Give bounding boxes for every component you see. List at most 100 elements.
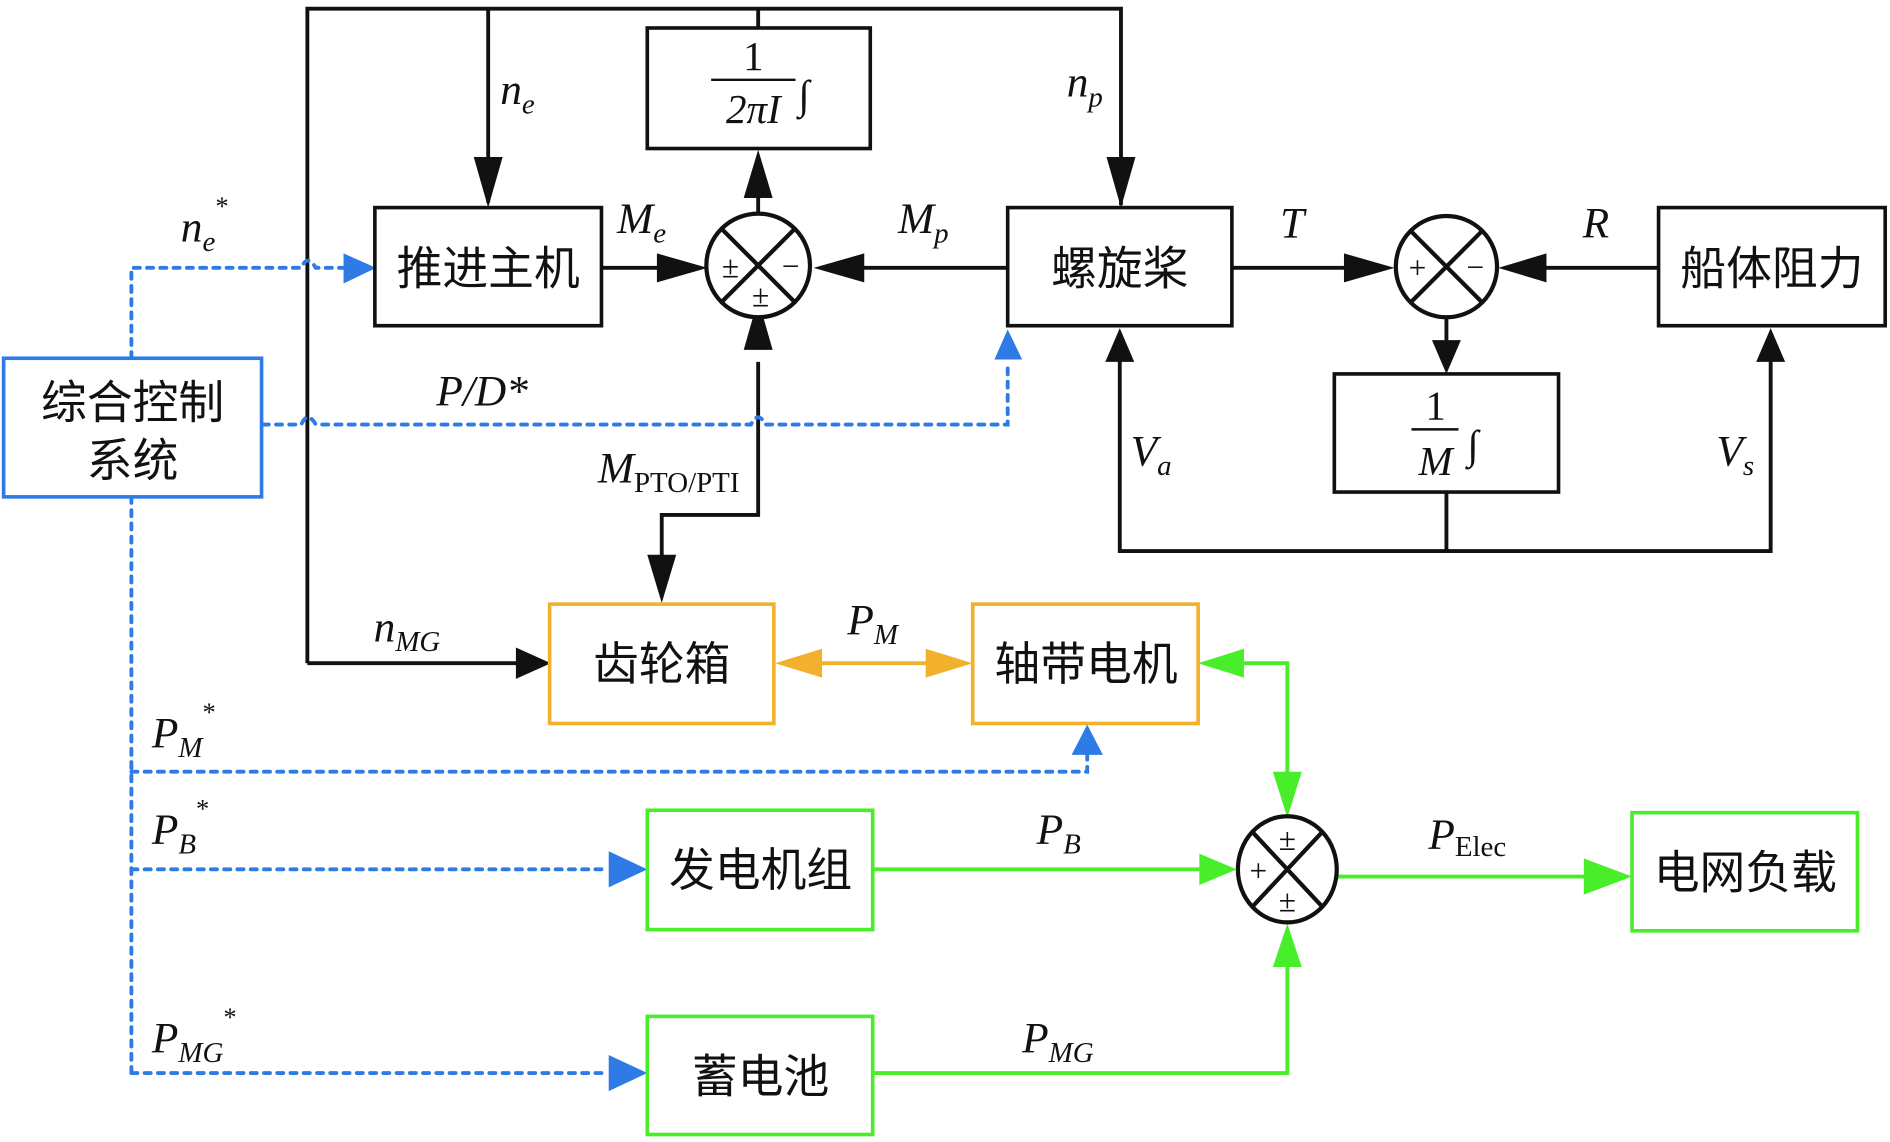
shaft-motor-block[interactable]: 轴带电机 <box>970 602 1200 726</box>
signal-labels: ne ne* np Me Mp T R P/D* Va Vs MPTO/PTI … <box>151 59 1754 1069</box>
shaft-motor-box[interactable] <box>970 602 1200 726</box>
arrowhead-resistance <box>1498 253 1547 283</box>
pmg-line <box>872 952 1290 1075</box>
shaft-motor-label: 轴带电机 <box>994 637 1177 691</box>
junction-cross <box>1250 830 1324 909</box>
propeller-box[interactable] <box>1005 205 1234 328</box>
arrowhead-pmg-ref <box>608 1054 648 1092</box>
inertia-integrator-block[interactable]: 1 2πI ∫ <box>645 26 873 151</box>
label-nmg: nMG <box>374 604 441 659</box>
label-pmg-ref: PMG* <box>151 1002 237 1069</box>
top-feedback-bus <box>305 6 1123 664</box>
arrowhead-ne-ref <box>343 253 377 284</box>
sign-top: ± <box>1279 822 1296 857</box>
arrowhead-pm-ref <box>1071 724 1103 755</box>
generator-set-block[interactable]: 发电机组 <box>645 808 875 932</box>
gearbox-label: 齿轮箱 <box>593 637 730 691</box>
torque-summing-junction: ± − ± <box>704 211 813 320</box>
control-system-label-line2: 系统 <box>87 433 179 487</box>
battery-box[interactable] <box>645 1014 875 1137</box>
label-np: np <box>1067 59 1103 114</box>
junction-cross <box>720 227 796 304</box>
mass-integrator-box[interactable] <box>1332 372 1561 494</box>
label-pm: PM <box>846 596 900 651</box>
label-va: Va <box>1131 428 1172 483</box>
mechanical-signal-lines <box>305 6 1773 666</box>
propeller-label: 螺旋桨 <box>1051 242 1188 296</box>
hull-resistance-label: 船体阻力 <box>1680 242 1863 296</box>
label-thrust: T <box>1280 200 1307 248</box>
grid-load-block[interactable]: 电网负载 <box>1630 810 1860 933</box>
arrowhead-pelec <box>1583 858 1633 895</box>
arrowhead-to-mass-integrator <box>1431 340 1461 374</box>
label-pm-ref: PM* <box>151 697 216 764</box>
arrowhead-pd-ref <box>994 329 1023 360</box>
arrowhead-pmg <box>1272 923 1302 967</box>
electrical-power-lines <box>872 648 1633 1075</box>
mechanical-arrowheads <box>473 149 1786 679</box>
arrowhead-m-pto-pti-up <box>743 299 773 350</box>
battery-block[interactable]: 蓄电池 <box>645 1014 875 1137</box>
sign-right: − <box>1467 249 1485 284</box>
arrowhead-to-inertia-integrator <box>743 149 773 198</box>
arrowhead-vs <box>1756 328 1786 362</box>
propeller-block[interactable]: 螺旋桨 <box>1005 205 1234 328</box>
mass-integrator-denominator: M <box>1418 438 1455 484</box>
battery-label: 蓄电池 <box>692 1049 829 1103</box>
control-system-block[interactable]: 综合控制 系统 <box>1 356 264 499</box>
label-ne-ref: ne* <box>181 191 229 258</box>
integral-sign: ∫ <box>1464 421 1481 469</box>
sign-left: + <box>1409 251 1427 286</box>
sign-right: − <box>782 248 800 283</box>
label-mp: Mp <box>897 195 949 250</box>
sign-left: + <box>1250 853 1268 888</box>
gear-power-lines <box>775 648 973 678</box>
inertia-integrator-box[interactable] <box>645 26 873 151</box>
gearbox-block[interactable]: 齿轮箱 <box>547 602 776 726</box>
m-pto-pti-line <box>659 361 761 573</box>
label-pmg: PMG <box>1021 1015 1094 1070</box>
arrowhead-pb <box>1199 853 1237 885</box>
integral-sign: ∫ <box>795 72 812 120</box>
arrowhead-mp <box>813 253 865 283</box>
arrowhead-to-shaft-motor <box>1198 648 1244 678</box>
force-summing-junction: + − <box>1393 213 1500 320</box>
sign-left: ± <box>722 249 739 284</box>
arrowhead-va <box>1105 328 1135 362</box>
main-engine-block[interactable]: 推进主机 <box>373 205 604 328</box>
label-resistance: R <box>1582 200 1610 248</box>
arrowhead-np <box>1106 156 1136 208</box>
control-system-label-line1: 综合控制 <box>41 376 224 430</box>
generator-set-box[interactable] <box>645 808 875 932</box>
grid-load-label: 电网负载 <box>1654 846 1837 900</box>
arrowhead-ne <box>473 156 503 208</box>
arrowhead-pb-ref <box>608 851 648 888</box>
generator-set-label: 发电机组 <box>669 843 852 897</box>
main-engine-box[interactable] <box>373 205 604 328</box>
arrowhead-me <box>656 253 708 283</box>
hull-resistance-block[interactable]: 船体阻力 <box>1656 205 1887 328</box>
pm-ref-line <box>129 751 1090 774</box>
inertia-integrator-denominator: 2πI <box>726 86 783 132</box>
junction-cross <box>1409 230 1483 304</box>
gearbox-box[interactable] <box>547 602 776 726</box>
arrowhead-thrust <box>1343 253 1395 283</box>
control-system-box[interactable] <box>1 356 264 499</box>
shaft-motor-electrical-line <box>1229 661 1290 790</box>
label-m-pto-pti: MPTO/PTI <box>597 444 740 499</box>
mass-integrator-block[interactable]: 1 M ∫ <box>1332 372 1561 494</box>
label-pd-ref: P/D* <box>435 367 528 415</box>
label-ne: ne <box>500 66 535 121</box>
mass-integrator-numerator: 1 <box>1425 383 1445 429</box>
label-pelec: PElec <box>1427 811 1506 863</box>
ne-ref-line <box>129 258 346 361</box>
label-pb-ref: PB* <box>151 793 209 860</box>
hull-resistance-box[interactable] <box>1656 205 1887 328</box>
grid-load-box[interactable] <box>1630 810 1860 933</box>
arrowhead-to-gearbox <box>647 554 677 603</box>
power-summing-junction: + ± ± <box>1235 814 1339 925</box>
pd-ref-line <box>260 359 1010 427</box>
main-engine-label: 推进主机 <box>397 242 580 296</box>
label-pb: PB <box>1036 806 1082 861</box>
